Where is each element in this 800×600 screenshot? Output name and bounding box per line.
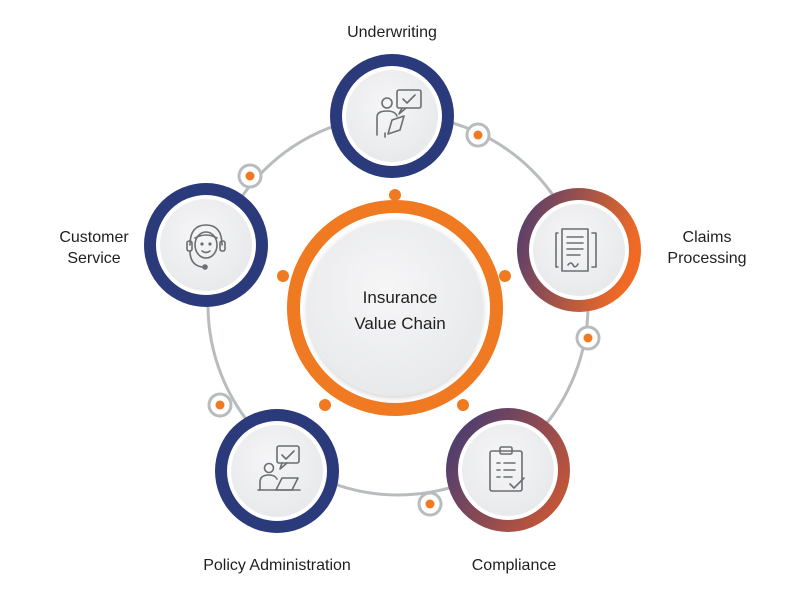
label-claims-processing: Claims Processing [667, 229, 747, 267]
clipboard-checklist-icon [489, 446, 525, 492]
node-claims-processing [517, 188, 641, 312]
center-title: Insurance Value Chain [310, 285, 490, 337]
connector-dot [465, 122, 491, 148]
label-underwriting: Underwriting [347, 24, 437, 41]
connector-dot [237, 163, 263, 189]
node-policy-administration [215, 409, 339, 533]
center-title-line1: Insurance [362, 288, 438, 307]
node-customer-service [144, 183, 268, 307]
headset-agent-icon [186, 224, 226, 270]
center-title-line2: Value Chain [354, 314, 446, 333]
connector-dot [207, 392, 233, 418]
claims-document-icon [555, 228, 597, 272]
connector-dot [417, 491, 443, 517]
connector-dot [575, 325, 601, 351]
node-compliance [446, 408, 570, 532]
label-policy-administration: Policy Administration [203, 557, 351, 574]
label-customer-service: Customer Service [59, 229, 129, 267]
label-compliance: Compliance [471, 557, 557, 574]
underwriter-approval-icon [376, 89, 422, 138]
center-hub [277, 189, 511, 416]
node-underwriting [330, 54, 454, 178]
admin-laptop-approval-icon [257, 445, 301, 491]
